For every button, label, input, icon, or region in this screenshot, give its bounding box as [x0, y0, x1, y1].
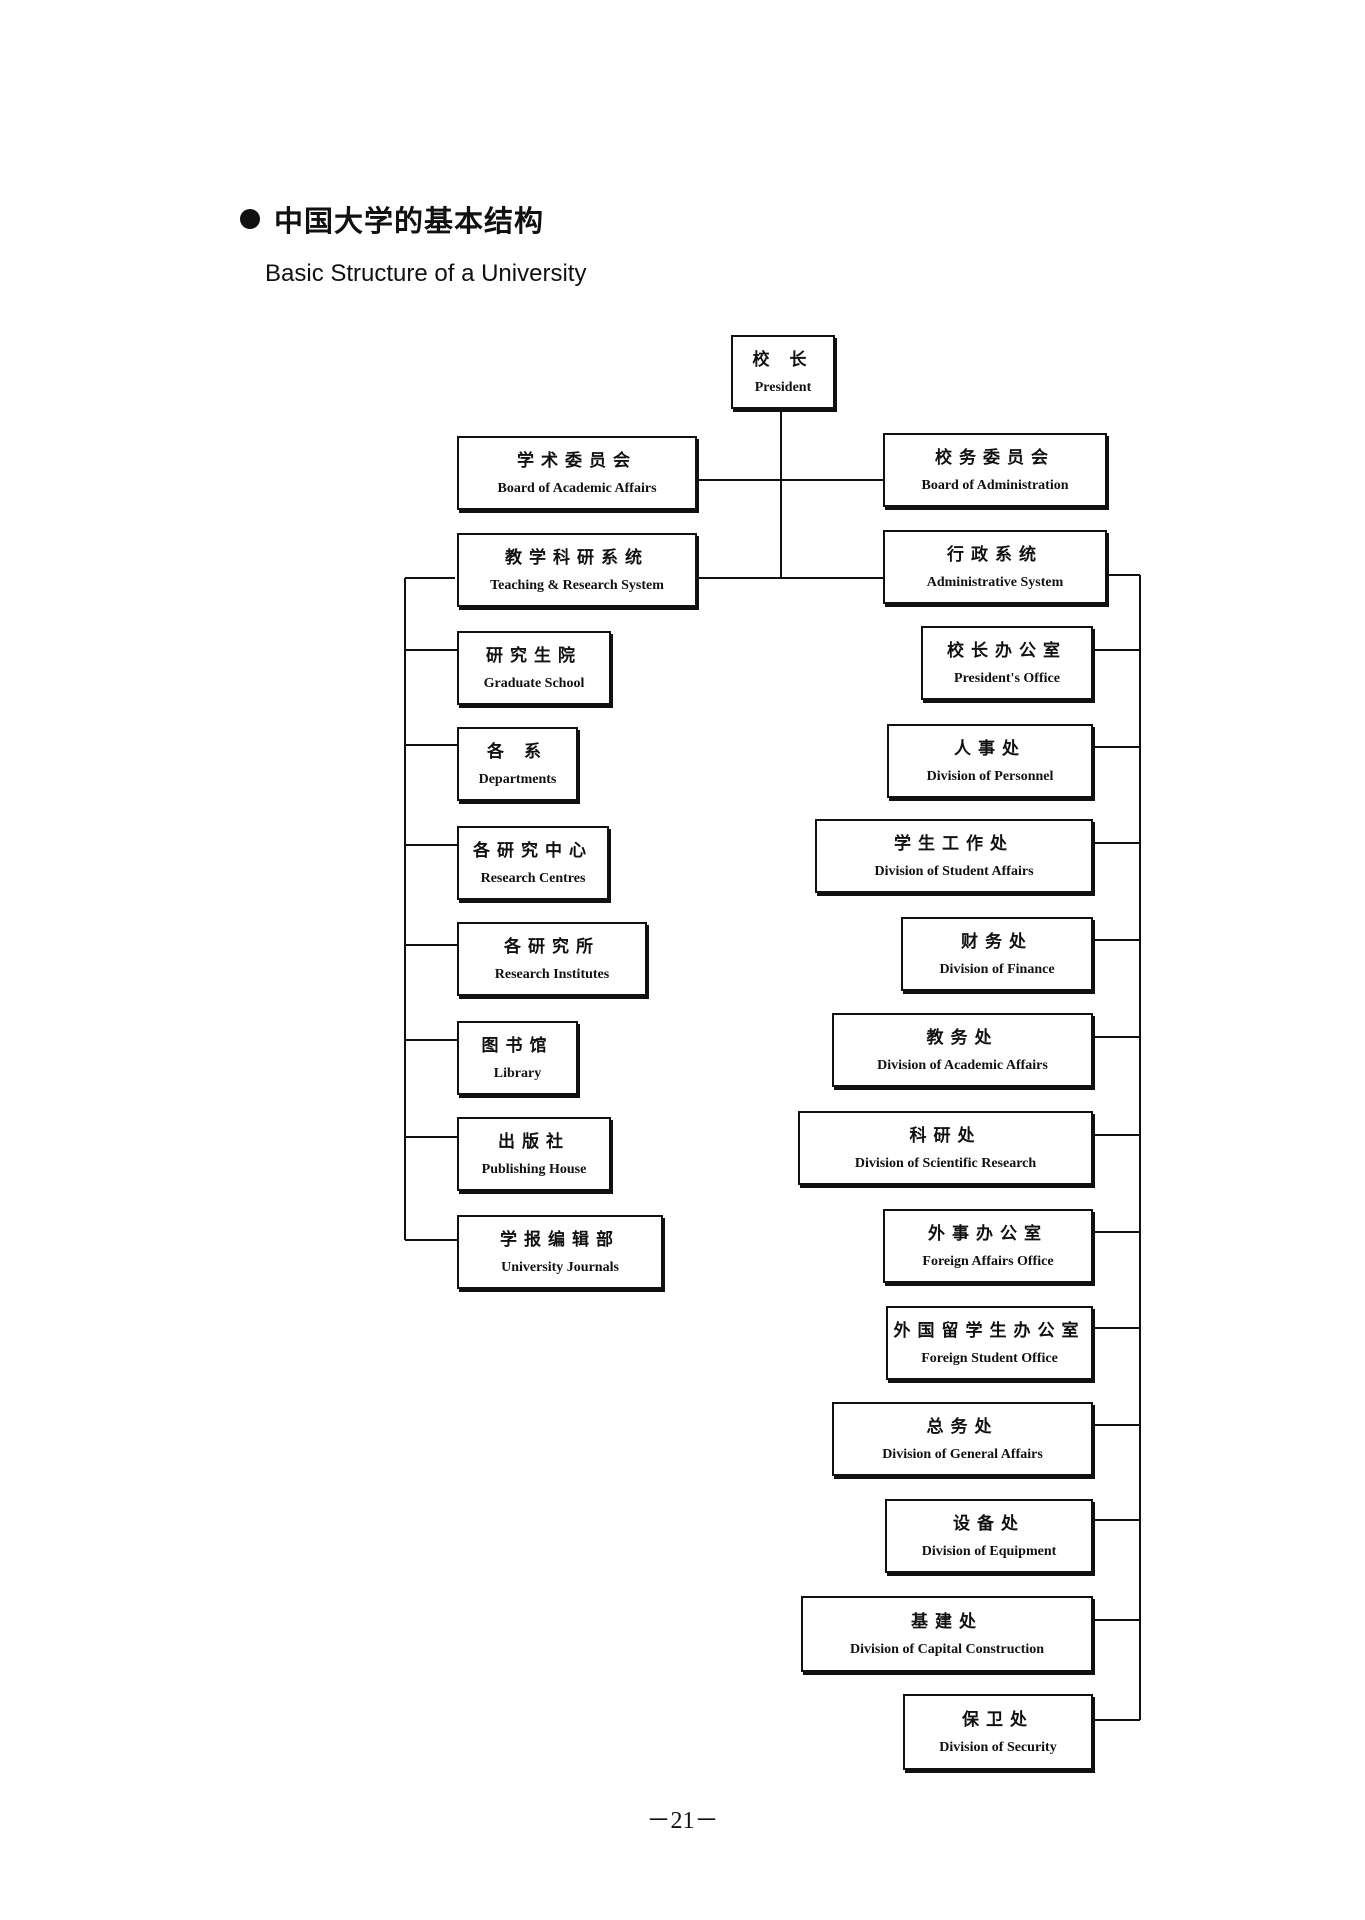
right-unit-en: Division of Security: [939, 1739, 1057, 1755]
left-unit-box: 学报编辑部 University Journals: [457, 1215, 663, 1289]
president-zh: 校 长: [752, 349, 814, 370]
right-unit-en: Division of Capital Construction: [849, 1641, 1045, 1657]
right-unit-en: President's Office: [954, 670, 1060, 686]
right-unit-zh: 保卫处: [962, 1709, 1034, 1730]
administrative-zh: 行政系统: [947, 544, 1043, 565]
right-unit-en: Foreign Affairs Office: [922, 1253, 1054, 1269]
left-unit-en: Research Institutes: [494, 966, 610, 982]
right-unit-box: 总务处 Division of General Affairs: [832, 1402, 1093, 1476]
right-unit-en: Division of General Affairs: [882, 1446, 1043, 1462]
left-unit-box: 各研究所 Research Institutes: [457, 922, 647, 996]
right-unit-box: 科研处 Division of Scientific Research: [798, 1111, 1093, 1185]
right-unit-zh: 人事处: [954, 738, 1026, 759]
left-unit-en: Graduate School: [483, 675, 585, 691]
page-title-zh: 中国大学的基本结构: [240, 198, 544, 240]
right-unit-box: 教务处 Division of Academic Affairs: [832, 1013, 1093, 1087]
left-unit-zh: 各研究所: [504, 936, 600, 957]
right-unit-box: 外事办公室 Foreign Affairs Office: [883, 1209, 1093, 1283]
president-en: President: [754, 379, 812, 395]
left-unit-zh: 出版社: [498, 1131, 570, 1152]
left-unit-en: University Journals: [501, 1259, 619, 1275]
left-unit-zh: 图书馆: [481, 1035, 554, 1056]
right-unit-zh: 外国留学生办公室: [893, 1320, 1086, 1341]
right-unit-en: Division of Scientific Research: [854, 1155, 1037, 1171]
left-unit-box: 各研究中心 Research Centres: [457, 826, 609, 900]
right-unit-en: Division of Academic Affairs: [877, 1057, 1048, 1073]
teaching-research-zh: 教学科研系统: [505, 547, 649, 568]
right-unit-zh: 科研处: [909, 1125, 982, 1146]
right-unit-box: 基建处 Division of Capital Construction: [801, 1596, 1093, 1672]
admin-board-en: Board of Administration: [921, 477, 1069, 493]
left-unit-zh: 各研究中心: [473, 840, 593, 861]
left-unit-box: 研究生院 Graduate School: [457, 631, 611, 705]
teaching-research-en: Teaching & Research System: [490, 577, 664, 593]
right-unit-box: 设备处 Division of Equipment: [885, 1499, 1093, 1573]
right-unit-zh: 财务处: [961, 931, 1033, 952]
right-unit-box: 财务处 Division of Finance: [901, 917, 1093, 991]
academic-board-box: 学术委员会 Board of Academic Affairs: [457, 436, 697, 510]
left-unit-zh: 研究生院: [486, 645, 582, 666]
right-unit-zh: 校长办公室: [947, 640, 1067, 661]
admin-board-box: 校务委员会 Board of Administration: [883, 433, 1107, 507]
right-unit-zh: 基建处: [911, 1611, 983, 1632]
left-unit-en: Publishing House: [481, 1161, 587, 1177]
left-unit-zh: 各 系: [487, 741, 548, 762]
left-unit-en: Library: [493, 1065, 542, 1081]
left-unit-box: 出版社 Publishing House: [457, 1117, 611, 1191]
bullet-icon: [240, 209, 260, 229]
right-unit-en: Division of Student Affairs: [874, 863, 1034, 879]
right-unit-box: 学生工作处 Division of Student Affairs: [815, 819, 1093, 893]
right-unit-box: 外国留学生办公室 Foreign Student Office: [886, 1306, 1093, 1380]
administrative-en: Administrative System: [926, 574, 1064, 590]
left-unit-box: 各 系 Departments: [457, 727, 578, 801]
page-title-en: Basic Structure of a University: [265, 260, 587, 287]
page-number: －21－: [646, 1808, 719, 1834]
right-unit-zh: 外事办公室: [928, 1223, 1048, 1244]
president-box: 校 长 President: [731, 335, 835, 409]
left-unit-en: Research Centres: [480, 870, 586, 886]
right-unit-en: Division of Equipment: [921, 1543, 1057, 1559]
title-zh-text: 中国大学的基本结构: [274, 204, 545, 238]
right-unit-zh: 教务处: [926, 1027, 999, 1048]
left-unit-en: Departments: [478, 771, 557, 787]
left-unit-zh: 学报编辑部: [500, 1229, 620, 1250]
right-unit-en: Division of Finance: [939, 961, 1055, 977]
left-unit-box: 图书馆 Library: [457, 1021, 578, 1095]
right-unit-box: 保卫处 Division of Security: [903, 1694, 1093, 1770]
right-unit-zh: 总务处: [926, 1416, 999, 1437]
administrative-box: 行政系统 Administrative System: [883, 530, 1107, 604]
right-unit-box: 人事处 Division of Personnel: [887, 724, 1093, 798]
right-unit-en: Division of Personnel: [926, 768, 1054, 784]
right-unit-zh: 设备处: [953, 1513, 1025, 1534]
admin-board-zh: 校务委员会: [935, 447, 1055, 468]
right-unit-zh: 学生工作处: [894, 833, 1014, 854]
right-unit-en: Foreign Student Office: [921, 1350, 1058, 1366]
right-unit-box: 校长办公室 President's Office: [921, 626, 1093, 700]
teaching-research-box: 教学科研系统 Teaching & Research System: [457, 533, 697, 607]
academic-board-zh: 学术委员会: [517, 450, 637, 471]
academic-board-en: Board of Academic Affairs: [497, 480, 657, 496]
